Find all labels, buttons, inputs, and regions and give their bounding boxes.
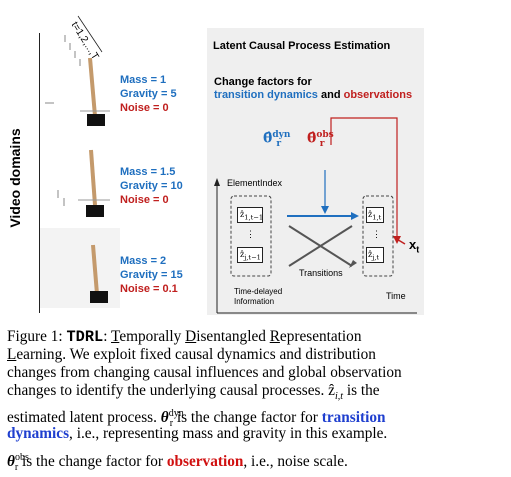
z-box-bottom-left: ẑj,t−1 <box>237 247 263 263</box>
diagram-arrows <box>214 117 417 314</box>
z-box-top-right: ẑ1,t <box>366 207 384 223</box>
caption-line-5: estimated latent process. θdynr is the c… <box>7 408 386 430</box>
caption-line-4: changes to identify the underlying causa… <box>7 382 380 403</box>
diagram-title: Latent Causal Process Estimation <box>213 40 391 52</box>
domain-3-params: Mass = 2 Gravity = 15 Noise = 0.1 <box>120 255 183 295</box>
pendulum-2 <box>78 149 110 217</box>
change-factors-label: Change factors for <box>214 76 312 88</box>
video-domains-label: Video domains <box>7 128 23 228</box>
theta-dyn: θ̂dynr <box>263 130 291 150</box>
time-delayed-label: Time-delayed Information <box>234 287 283 306</box>
z-box-top-left: ẑ1,t−1 <box>237 207 263 223</box>
time-arrow <box>77 15 103 53</box>
caption-line-7: θobsr is the change factor for observati… <box>7 452 348 474</box>
caption-line-3: changes from changing causal influences … <box>7 364 402 381</box>
z-box-bottom-right: ẑj,t <box>366 247 384 263</box>
caption-line-2: Learning. We exploit fixed causal dynami… <box>7 346 376 363</box>
element-index-label: ElementIndex <box>227 178 283 188</box>
domain-1-params: Mass = 1 Gravity = 5 Noise = 0 <box>120 74 177 114</box>
time-axis-label: Time <box>386 291 406 301</box>
diagram-panel <box>207 28 424 315</box>
pendulum-1 <box>80 57 110 126</box>
x-t-label: xt <box>409 237 420 255</box>
domain-2-params: Mass = 1.5 Gravity = 10 Noise = 0 <box>120 166 183 206</box>
caption-line-1: Figure 1: TDRL: Temporally Disentangled … <box>7 328 362 346</box>
caption-line-6: dynamics, i.e., representing mass and gr… <box>7 425 388 442</box>
domains-axis-line <box>39 33 40 313</box>
change-factors-targets: transition dynamics and observations <box>214 89 413 101</box>
pendulum-frames <box>40 15 120 308</box>
pendulum-3 <box>40 228 120 308</box>
theta-obs: θ̂obsr <box>307 130 334 150</box>
transitions-label: Transitions <box>299 268 343 278</box>
dots-left: ⋮ <box>246 229 255 239</box>
dots-right: ⋮ <box>372 229 381 239</box>
